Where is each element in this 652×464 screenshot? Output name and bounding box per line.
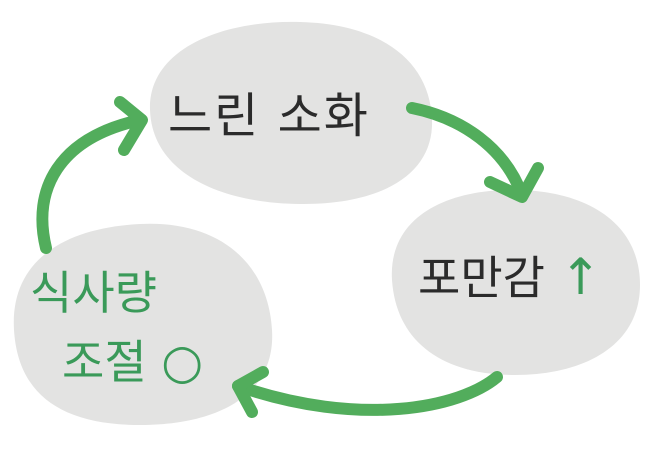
node-blob-food-control [13, 223, 273, 425]
node-blob-satiety [391, 189, 640, 375]
arrow-satiety-to-control [232, 371, 503, 416]
arrow-control-to-digestion [36, 114, 146, 254]
arrow-control-to-digestion-head [114, 96, 148, 156]
node-label-food-control-line2: 조절 ○ [62, 338, 203, 386]
node-blob-slow-digestion [149, 21, 433, 205]
node-label-satiety-text: 포만감 [418, 251, 545, 305]
arrow-digestion-to-satiety [406, 102, 528, 201]
node-label-food-control-line1: 식사량 [30, 266, 157, 320]
node-label-slow-digestion: 느린 소화 [168, 88, 370, 144]
node-label-satiety: 포만감 ↑ [418, 252, 602, 302]
up-arrow-icon: ↑ [559, 248, 602, 306]
node-label-food-control-text: 조절 [62, 335, 147, 389]
circle-icon: ○ [161, 334, 204, 390]
arrow-digestion-to-satiety-head [484, 162, 544, 203]
arrow-satiety-to-control-head [232, 366, 269, 418]
